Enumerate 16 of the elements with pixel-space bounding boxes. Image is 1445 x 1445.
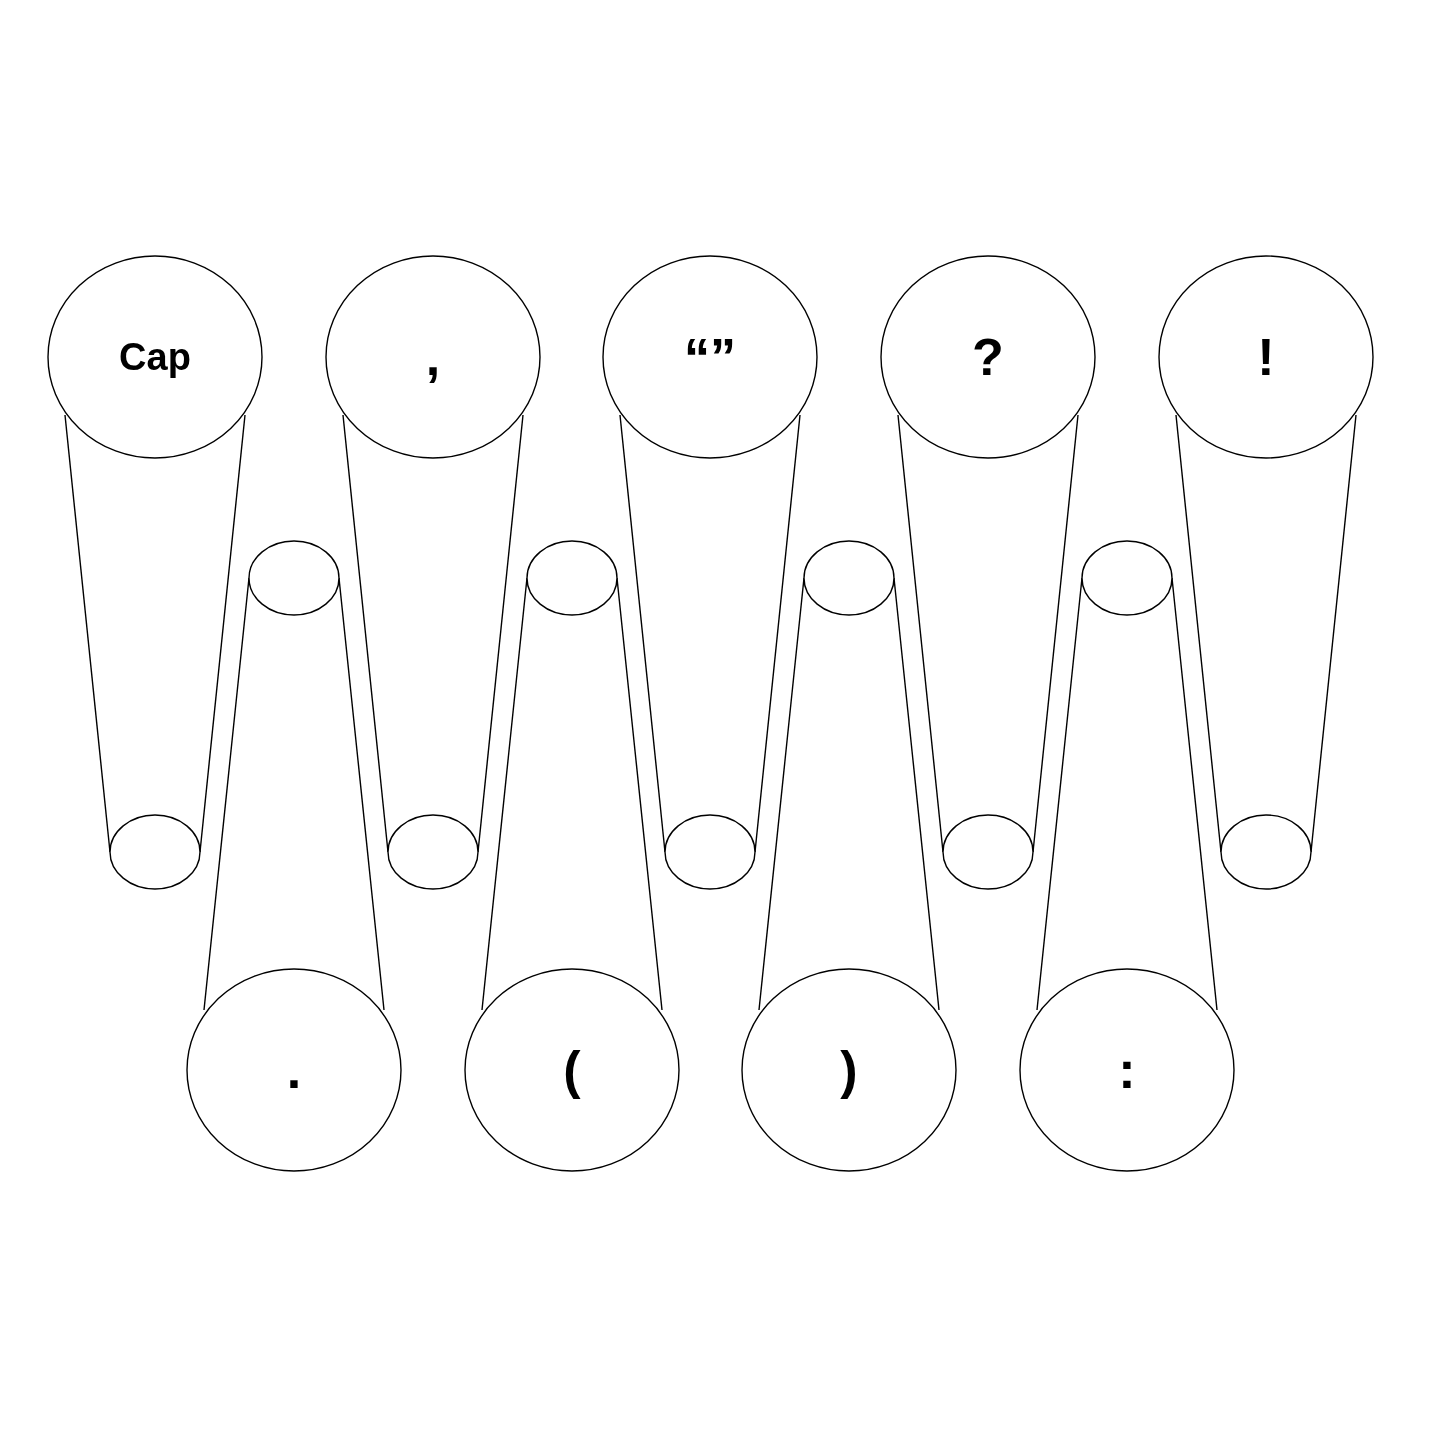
circle-node [47, 255, 263, 459]
circle-node [1019, 968, 1235, 1172]
symbol-text: “” [684, 331, 736, 383]
circle-node [880, 255, 1096, 459]
symbol-text: ? [972, 331, 1004, 383]
circle-node [741, 968, 957, 1172]
circle-node [325, 255, 541, 459]
symbol-text: : [1118, 1044, 1136, 1096]
circle-node [1158, 255, 1374, 459]
symbol-text: ! [1257, 331, 1275, 383]
symbol-text: , [425, 331, 441, 383]
circle-node [186, 968, 402, 1172]
symbol-text: . [286, 1044, 302, 1096]
circle-node [602, 255, 818, 459]
symbol-text: Cap [119, 338, 191, 376]
circle-node [464, 968, 680, 1172]
